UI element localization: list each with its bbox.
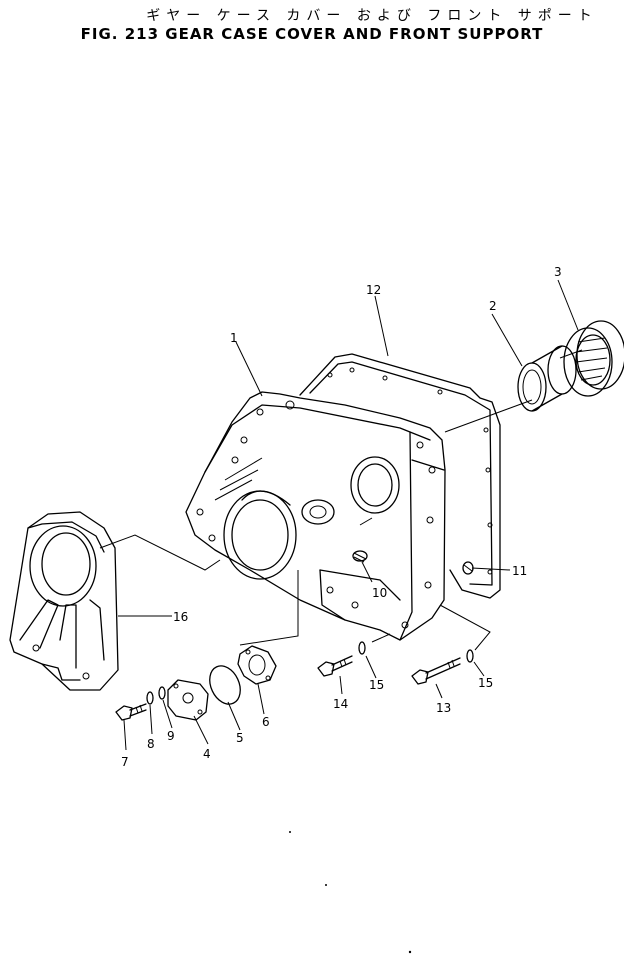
- part-15-washer-a: [358, 641, 366, 655]
- part-1-gear-case-cover: [185, 391, 446, 641]
- callout-7: 7: [121, 755, 129, 769]
- part-4-cover: [167, 679, 209, 721]
- part-7-bolt: [115, 703, 147, 721]
- assembly-lines: [99, 349, 583, 651]
- title-english: FIG. 213 GEAR CASE COVER AND FRONT SUPPO…: [80, 25, 544, 43]
- callout-10: 10: [372, 586, 387, 600]
- part-2-sleeve: [517, 345, 577, 412]
- part-9-washer: [158, 686, 166, 700]
- callout-3: 3: [554, 265, 562, 279]
- callout-12: 12: [366, 283, 381, 297]
- callout-13: 13: [436, 701, 451, 715]
- callout-15b: 15: [478, 676, 493, 690]
- callout-15a: 15: [369, 678, 384, 692]
- part-11-breather: [462, 561, 474, 575]
- part-15-washer-b: [466, 649, 474, 663]
- leader-lines: [118, 279, 579, 751]
- callout-14: 14: [333, 697, 348, 711]
- part-12-gasket: [299, 353, 501, 599]
- part-3-bearing: [563, 320, 624, 397]
- callout-9: 9: [167, 729, 175, 743]
- callout-6: 6: [262, 715, 270, 729]
- callout-16: 16: [173, 610, 188, 624]
- part-10-plug: [352, 550, 368, 563]
- callout-4: 4: [203, 747, 211, 761]
- part-13-bolt: [411, 657, 461, 685]
- title-japanese: ギヤー ケース カバー および フロント サポート: [146, 8, 598, 24]
- callout-numbers: 1 2 3 4 5 6 7 8 9 10 11 12 13 14 15 15 1…: [121, 265, 562, 769]
- part-6-plate: [237, 645, 277, 685]
- part-8-washer: [146, 691, 154, 705]
- callout-11: 11: [512, 564, 527, 578]
- part-14-bolt: [317, 655, 353, 677]
- callout-8: 8: [147, 737, 155, 751]
- part-16-front-support: [9, 511, 119, 691]
- callout-2: 2: [489, 299, 497, 313]
- callout-1: 1: [230, 331, 238, 345]
- part-5-o-ring: [209, 665, 241, 705]
- scan-specks: [289, 831, 412, 954]
- figure-title-block: ギヤー ケース カバー および フロント サポート FIG. 213 GEAR …: [0, 8, 624, 43]
- callout-5: 5: [236, 731, 244, 745]
